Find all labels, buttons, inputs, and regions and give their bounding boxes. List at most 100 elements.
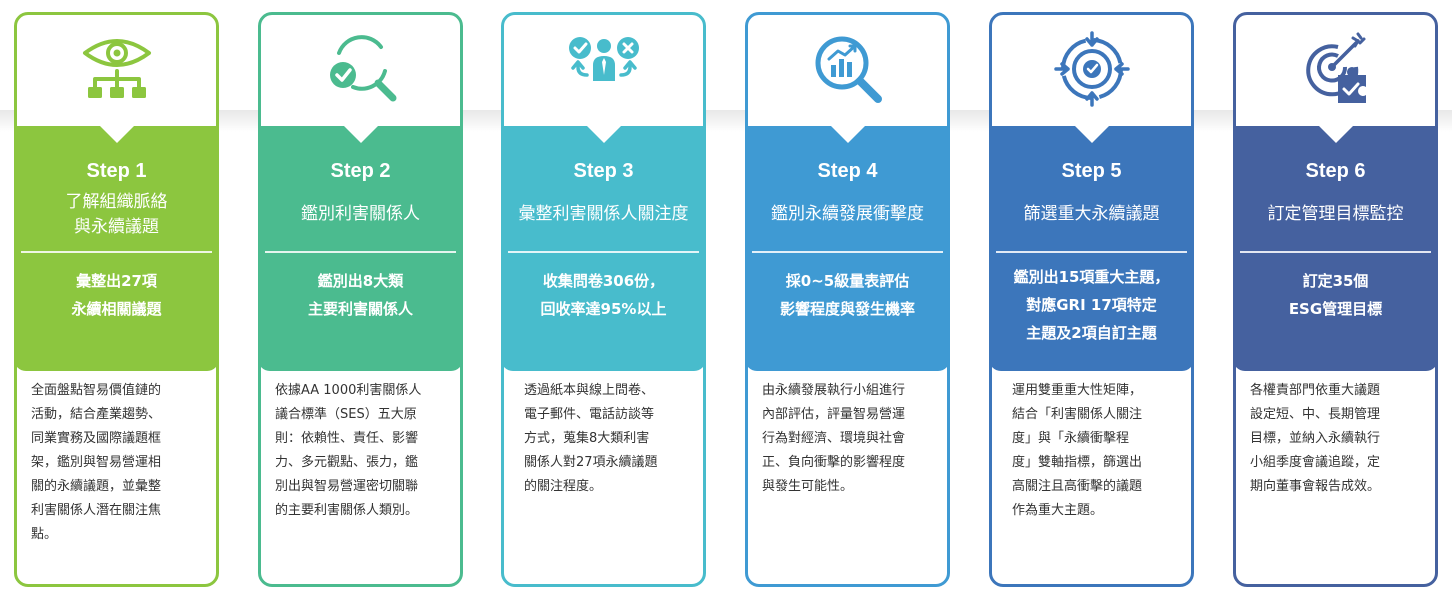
step-label: Step 1 [86, 160, 147, 182]
desc-line: 運用雙重重大性矩陣， [1012, 383, 1143, 398]
desc-line: 的主要利害關係人類別。 [275, 503, 419, 518]
notch [99, 126, 134, 143]
divider [265, 251, 456, 253]
person-choice-icon [568, 37, 639, 81]
result-line: 訂定35個 [1302, 272, 1369, 290]
desc-line: 正、負向衝擊的影響程度 [762, 455, 906, 470]
step-colored-section: Step 6 訂定管理目標監控 訂定35個 ESG管理目標 [1233, 126, 1438, 371]
desc-line: 議合標準（SES）五大原 [275, 407, 417, 422]
desc-line: 依據AA 1000利害關係人 [275, 383, 422, 398]
result-line: 回收率達95%以上 [540, 300, 667, 318]
desc-line: 方式，蒐集8大類利害 [524, 431, 650, 446]
divider [996, 251, 1187, 253]
step-description: 依據AA 1000利害關係人 議合標準（SES）五大原 則：依賴性、責任、影響 … [275, 379, 446, 523]
desc-line: 期向董事會報告成效。 [1250, 479, 1381, 494]
desc-line: 別出與智易營運密切關聯 [275, 479, 419, 494]
step-description: 運用雙重重大性矩陣， 結合「利害關係人關注 度」與「永續衝擊程 度」雙軸指標，篩… [1012, 379, 1177, 523]
step-label: Step 2 [330, 160, 391, 182]
step-result: 鑑別出15項重大主題， 對應GRI 17項特定 主題及2項自訂主題 [995, 263, 1188, 347]
icon-area [17, 15, 216, 123]
notch [1318, 126, 1353, 143]
result-line: 對應GRI 17項特定 [1026, 296, 1157, 314]
title-line: 鑑別永續發展衝擊度 [771, 204, 924, 224]
step-colored-section: Step 3 彙整利害關係人關注度 收集問卷306份， 回收率達95%以上 [501, 126, 706, 371]
magnifier-check-icon [329, 35, 396, 102]
result-line: 採0~5級量表評估 [785, 272, 910, 290]
title-line: 了解組織脈絡 [65, 192, 168, 212]
step-description: 各權責部門依重大議題 設定短、中、長期管理 目標，並納入永續執行 小組季度會議追… [1250, 379, 1421, 499]
step-result: 鑑別出8大類 主要利害關係人 [264, 267, 457, 323]
result-line: 彙整出27項 [76, 272, 157, 290]
step-colored-section: Step 2 鑑別利害關係人 鑑別出8大類 主要利害關係人 [258, 126, 463, 371]
icon-area [504, 15, 703, 123]
title-line: 篩選重大永續議題 [1023, 204, 1160, 224]
desc-line: 設定短、中、長期管理 [1250, 407, 1381, 422]
result-line: 主要利害關係人 [307, 300, 413, 318]
step-result: 採0~5級量表評估 影響程度與發生機率 [751, 267, 944, 323]
result-line: 影響程度與發生機率 [779, 300, 915, 318]
step-result: 收集問卷306份， 回收率達95%以上 [507, 267, 700, 323]
step-title: 鑑別永續發展衝擊度 [753, 202, 942, 227]
step-result: 訂定35個 ESG管理目標 [1239, 267, 1432, 323]
step-card-6: Step 6 訂定管理目標監控 訂定35個 ESG管理目標 各權責部門依重大議題… [1233, 12, 1438, 587]
desc-line: 架，鑑別與智易營運相 [31, 455, 162, 470]
step-label: Step 3 [573, 160, 634, 182]
step-title: 鑑別利害關係人 [266, 202, 455, 227]
step-description: 全面盤點智易價值鏈的 活動，結合產業趨勢、 同業實務及國際議題框 架，鑑別與智易… [31, 379, 202, 547]
title-line: 彙整利害關係人關注度 [518, 204, 689, 224]
divider [21, 251, 212, 253]
notch [830, 126, 865, 143]
step-card-2: Step 2 鑑別利害關係人 鑑別出8大類 主要利害關係人 依據AA 1000利… [258, 12, 463, 587]
step-card-4: Step 4 鑑別永續發展衝擊度 採0~5級量表評估 影響程度與發生機率 由永續… [745, 12, 950, 587]
notch [343, 126, 378, 143]
title-line: 與永續議題 [74, 217, 159, 237]
desc-line: 則：依賴性、責任、影響 [275, 431, 419, 446]
desc-line: 作為重大主題。 [1012, 503, 1104, 518]
desc-line: 利害關係人潛在關注焦 [31, 503, 162, 518]
desc-line: 小組季度會議追蹤，定 [1250, 455, 1381, 470]
desc-line: 力、多元觀點、張力，鑑 [275, 455, 419, 470]
desc-line: 行為對經濟、環境與社會 [762, 431, 906, 446]
notch [586, 126, 621, 143]
icon-area [992, 15, 1191, 123]
result-line: 永續相關議題 [71, 300, 162, 318]
desc-line: 高關注且高衝擊的議題 [1012, 479, 1143, 494]
desc-line: 全面盤點智易價值鏈的 [31, 383, 162, 398]
icon-area [748, 15, 947, 123]
result-line: ESG管理目標 [1288, 300, 1383, 318]
eye-network-icon [82, 39, 151, 98]
desc-line: 的關注程度。 [524, 479, 603, 494]
desc-line: 內部評估，評量智易營運 [762, 407, 906, 422]
divider [1240, 251, 1431, 253]
desc-line: 與發生可能性。 [762, 479, 854, 494]
desc-line: 各權責部門依重大議題 [1250, 383, 1381, 398]
step-title: 篩選重大永續議題 [997, 202, 1186, 227]
desc-line: 度」與「永續衝擊程 [1012, 431, 1130, 446]
step-title: 彙整利害關係人關注度 [509, 202, 698, 227]
step-card-1: Step 1 了解組織脈絡 與永續議題 彙整出27項 永續相關議題 全面盤點智易… [14, 12, 219, 587]
step-label: Step 6 [1305, 160, 1366, 182]
notch [1074, 126, 1109, 143]
target-arrows-icon [1053, 31, 1130, 107]
desc-line: 度」雙軸指標，篩選出 [1012, 455, 1143, 470]
result-line: 主題及2項自訂主題 [1026, 324, 1157, 342]
title-line: 訂定管理目標監控 [1267, 204, 1404, 224]
target-puzzle-icon [1305, 32, 1366, 103]
step-result: 彙整出27項 永續相關議題 [20, 267, 213, 323]
magnifier-chart-icon [815, 36, 882, 103]
desc-line: 目標，並納入永續執行 [1250, 431, 1381, 446]
step-label: Step 5 [1061, 160, 1122, 182]
desc-line: 由永續發展執行小組進行 [762, 383, 906, 398]
step-card-5: Step 5 篩選重大永續議題 鑑別出15項重大主題， 對應GRI 17項特定 … [989, 12, 1194, 587]
step-colored-section: Step 5 篩選重大永續議題 鑑別出15項重大主題， 對應GRI 17項特定 … [989, 126, 1194, 371]
step-label: Step 4 [817, 160, 878, 182]
step-title: 訂定管理目標監控 [1241, 202, 1430, 227]
desc-line: 關的永續議題，並彙整 [31, 479, 162, 494]
desc-line: 結合「利害關係人關注 [1012, 407, 1143, 422]
title-line: 鑑別利害關係人 [301, 204, 420, 224]
desc-line: 電子郵件、電話訪談等 [524, 407, 655, 422]
icon-area [261, 15, 460, 123]
result-line: 鑑別出15項重大主題， [1013, 268, 1170, 286]
step-colored-section: Step 4 鑑別永續發展衝擊度 採0~5級量表評估 影響程度與發生機率 [745, 126, 950, 371]
desc-line: 透過紙本與線上問卷、 [524, 383, 655, 398]
